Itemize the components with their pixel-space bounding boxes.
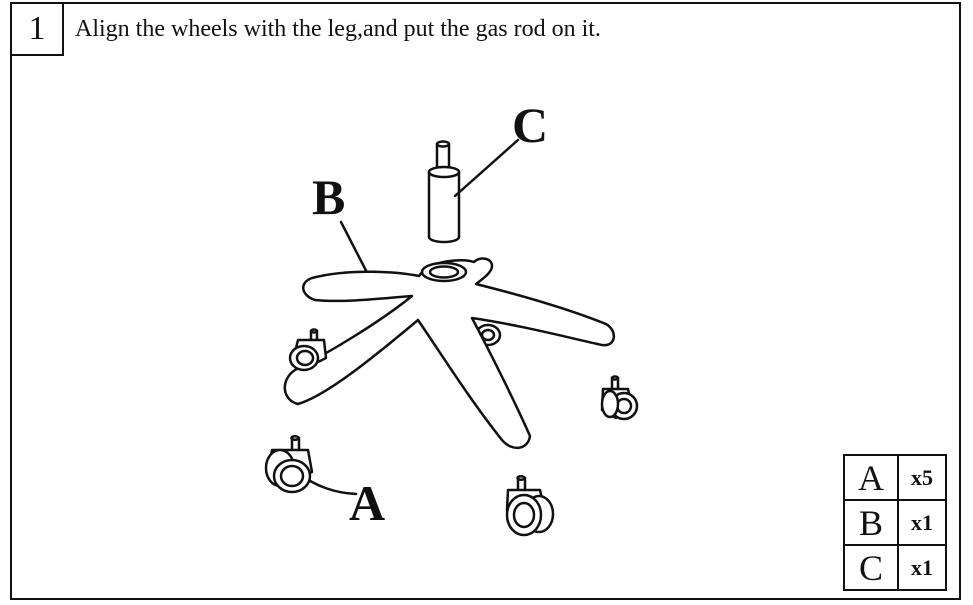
caster-left [288, 328, 328, 372]
part-letter: B [843, 499, 899, 546]
parts-row: B x1 [843, 499, 947, 546]
part-letter: C [843, 544, 899, 591]
step-number: 1 [12, 4, 64, 56]
label-c: C [512, 97, 549, 153]
step-instruction: Align the wheels with the leg,and put th… [75, 16, 601, 42]
caster-right [600, 375, 639, 421]
parts-list: A x5 B x1 C x1 [843, 454, 947, 591]
caster-front-left [264, 434, 314, 494]
label-b: B [312, 169, 346, 225]
gas-rod [427, 140, 461, 244]
part-quantity: x5 [897, 454, 947, 501]
part-quantity: x1 [897, 544, 947, 591]
parts-row: A x5 [843, 454, 947, 501]
parts-row: C x1 [843, 544, 947, 591]
caster-front [505, 474, 555, 537]
leader-line-c [453, 138, 520, 198]
part-quantity: x1 [897, 499, 947, 546]
diagram-frame [10, 2, 961, 600]
chair-base [283, 257, 615, 449]
part-letter: A [843, 454, 899, 501]
label-a: A [349, 475, 386, 531]
